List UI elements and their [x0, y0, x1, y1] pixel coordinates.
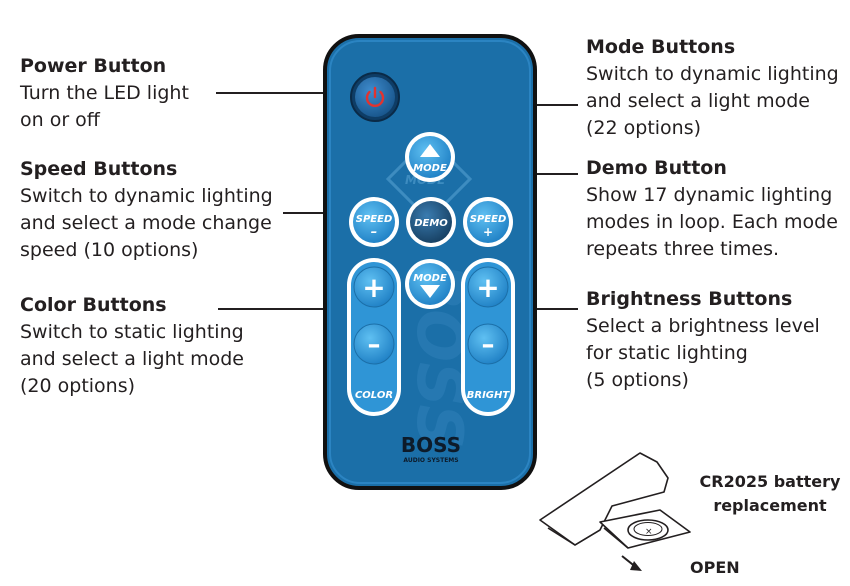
speed-minus-sign: –	[371, 225, 378, 240]
battery-title-line: CR2025 battery	[699, 472, 841, 491]
brightness-callout-heading: Brightness Buttons	[586, 288, 793, 310]
open-arrow-icon	[630, 561, 642, 571]
color-callout-line: and select a light mode	[20, 348, 244, 370]
mode-callout-line: Switch to dynamic lighting	[586, 63, 839, 85]
bright-minus-sign: –	[482, 330, 495, 360]
speed-minus-button[interactable]: SPEED –	[349, 197, 399, 247]
speed-callout-line: Switch to dynamic lighting	[20, 185, 273, 207]
mode-down-button[interactable]: MODE	[405, 259, 455, 309]
bright-plus-button[interactable]: +	[467, 266, 509, 308]
brightness-callout-line: Select a brightness level	[586, 315, 820, 337]
brand-text: BOSS	[401, 433, 461, 457]
demo-label: DEMO	[414, 218, 448, 229]
speed-callout-line: and select a mode change	[20, 212, 272, 234]
mode-down-label: MODE	[413, 273, 447, 284]
brightness-callout-line: for static lighting	[586, 342, 748, 364]
bright-button-group: + – BRIGHT	[461, 258, 515, 416]
mode-callout-heading: Mode Buttons	[586, 36, 736, 58]
battery-illustration: ×	[539, 452, 691, 571]
open-label: OPEN	[690, 558, 740, 577]
speed-callout-line: speed (10 options)	[20, 239, 199, 261]
brand-logo: BOSS AUDIO SYSTEMS	[401, 433, 461, 464]
demo-callout-line: modes in loop. Each mode	[586, 211, 838, 233]
demo-callout-heading: Demo Button	[586, 157, 727, 179]
color-callout-line: (20 options)	[20, 375, 136, 397]
demo-callout-line: Show 17 dynamic lighting	[586, 184, 833, 206]
mode-callout-line: (22 options)	[586, 117, 702, 139]
speed-callout-heading: Speed Buttons	[20, 158, 178, 180]
mode-up-label: MODE	[413, 163, 447, 174]
speed-plus-button[interactable]: SPEED +	[463, 197, 513, 247]
color-minus-button[interactable]: –	[353, 323, 395, 365]
mode-up-button[interactable]: MODE	[405, 132, 455, 182]
coin-mark-text: ×	[645, 527, 653, 537]
speed-plus-label: SPEED	[470, 214, 507, 225]
brightness-callout: Brightness Buttons Select a brightness l…	[586, 286, 820, 394]
triangle-up-icon	[420, 144, 440, 157]
bright-plus-sign: +	[476, 271, 499, 304]
remote-body-highlight	[329, 40, 531, 484]
power-icon	[365, 86, 385, 107]
color-callout-heading: Color Buttons	[20, 294, 167, 316]
power-callout-heading: Power Button	[20, 55, 167, 77]
demo-button[interactable]: DEMO	[406, 197, 456, 247]
color-plus-sign: +	[362, 271, 385, 304]
demo-callout-line: repeats three times.	[586, 238, 780, 260]
brand-subtext: AUDIO SYSTEMS	[403, 457, 458, 464]
triangle-down-icon	[420, 285, 440, 298]
speed-callout: Speed Buttons Switch to dynamic lighting…	[20, 156, 273, 264]
brightness-callout-line: (5 options)	[586, 369, 689, 391]
power-callout-line: on or off	[20, 109, 100, 131]
battery-title-line: replacement	[713, 496, 827, 515]
color-plus-button[interactable]: +	[353, 266, 395, 308]
color-callout-line: Switch to static lighting	[20, 321, 244, 343]
mode-callout: Mode Buttons Switch to dynamic lighting …	[586, 34, 839, 142]
color-label: COLOR	[355, 390, 393, 401]
demo-callout: Demo Button Show 17 dynamic lighting mod…	[586, 155, 838, 263]
battery-title: CR2025 battery replacement	[690, 470, 850, 518]
power-callout: Power Button Turn the LED light on or of…	[20, 53, 189, 134]
color-minus-sign: –	[368, 330, 381, 360]
color-callout: Color Buttons Switch to static lighting …	[20, 292, 244, 400]
power-button[interactable]	[350, 72, 400, 122]
bright-minus-button[interactable]: –	[467, 323, 509, 365]
power-callout-line: Turn the LED light	[20, 82, 189, 104]
bright-label: BRIGHT	[467, 390, 511, 401]
speed-plus-sign: +	[483, 225, 493, 239]
mode-callout-line: and select a light mode	[586, 90, 810, 112]
color-button-group: + – COLOR	[347, 258, 401, 416]
speed-minus-label: SPEED	[356, 214, 393, 225]
